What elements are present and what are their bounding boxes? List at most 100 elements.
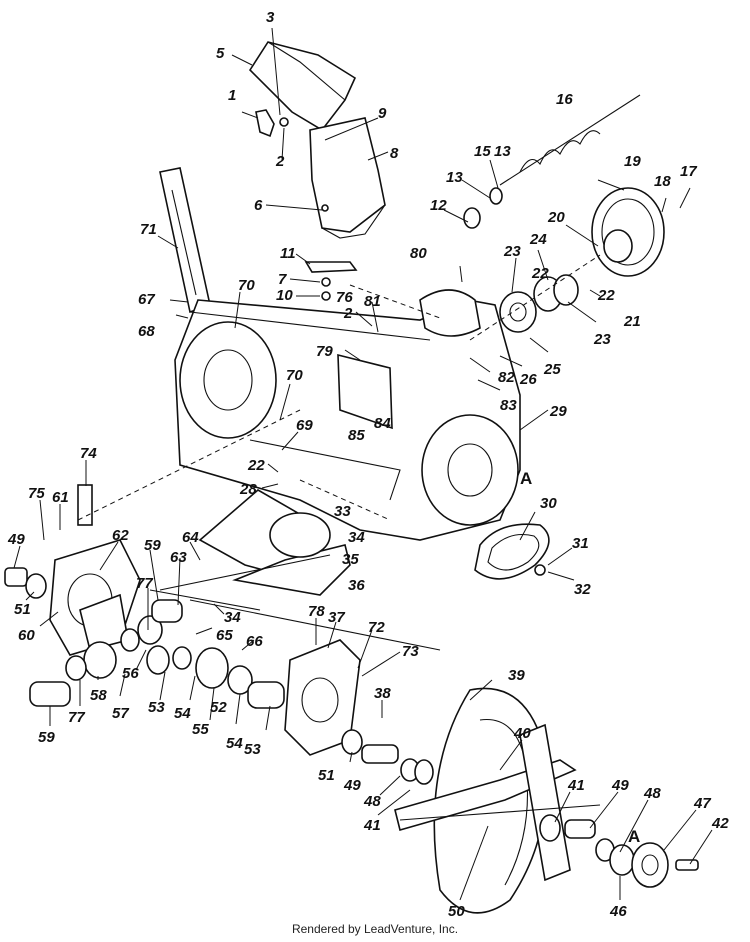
- label-84: 84: [374, 415, 391, 432]
- label-49b: 49: [343, 777, 361, 794]
- label-51b: 51: [318, 767, 335, 784]
- label-47: 47: [693, 795, 711, 812]
- worm-shaft-16: [499, 94, 641, 186]
- label-33: 33: [334, 503, 351, 520]
- label-23a: 23: [503, 243, 521, 260]
- label-54a: 54: [174, 705, 191, 722]
- label-40: 40: [513, 725, 531, 742]
- label-13a: 13: [446, 169, 463, 186]
- label-49a: 49: [7, 531, 25, 548]
- label-41a: 41: [363, 817, 381, 834]
- label-2a: 2: [275, 153, 285, 170]
- impeller-36: [159, 489, 351, 596]
- label-18: 18: [654, 173, 671, 190]
- label-39: 39: [508, 667, 525, 684]
- label-49c: 49: [611, 777, 629, 794]
- label-77a: 77: [136, 575, 153, 592]
- label-48b: 48: [643, 785, 661, 802]
- label-80: 80: [410, 245, 427, 262]
- label-34a: 34: [348, 529, 365, 546]
- label-22b: 22: [531, 265, 549, 282]
- label-5: 5: [216, 45, 225, 62]
- pulley-19: [591, 187, 665, 277]
- label-24: 24: [529, 231, 547, 248]
- label-78: 78: [308, 603, 325, 620]
- leader-lines: [13, 27, 713, 901]
- label-61: 61: [52, 489, 69, 506]
- label-13b: 13: [494, 143, 511, 160]
- label-54b: 54: [226, 735, 243, 752]
- label-25: 25: [543, 361, 561, 378]
- auger-39: [394, 687, 601, 914]
- label-42: 42: [711, 815, 729, 832]
- label-29: 29: [549, 403, 567, 420]
- label-26: 26: [519, 371, 537, 388]
- label-79: 79: [316, 343, 333, 360]
- chute-clamp-11: [304, 261, 358, 301]
- label-20: 20: [547, 209, 565, 226]
- label-22a: 22: [597, 287, 615, 304]
- label-75: 75: [28, 485, 45, 502]
- label-62: 62: [112, 527, 129, 544]
- label-56: 56: [122, 665, 139, 682]
- label-38: 38: [374, 685, 391, 702]
- label-17: 17: [680, 163, 697, 180]
- label-60: 60: [18, 627, 35, 644]
- label-59a: 59: [144, 537, 161, 554]
- auger-shaft-parts: [361, 744, 699, 888]
- footer-credit: Rendered by LeadVenture, Inc.: [291, 922, 459, 936]
- label-11: 11: [280, 245, 296, 262]
- label-7: 7: [278, 271, 287, 288]
- label-21: 21: [623, 313, 641, 330]
- label-63: 63: [170, 549, 187, 566]
- label-23b: 23: [593, 331, 611, 348]
- label-53b: 53: [244, 741, 261, 758]
- label-70b: 70: [286, 367, 303, 384]
- label-57: 57: [112, 705, 129, 722]
- label-65: 65: [216, 627, 233, 644]
- label-53a: 53: [148, 699, 165, 716]
- label-58: 58: [90, 687, 107, 704]
- label-50: 50: [448, 903, 465, 920]
- label-34b: 34: [224, 609, 241, 626]
- label-30: 30: [540, 495, 557, 512]
- label-8: 8: [390, 145, 399, 162]
- bearing-parts-23-24: [463, 187, 579, 333]
- label-37: 37: [328, 609, 345, 626]
- auger-housing-29: [174, 289, 521, 541]
- label-15: 15: [474, 143, 491, 160]
- skid-shoe-30: [474, 523, 550, 580]
- label-9: 9: [378, 105, 387, 122]
- label-28: 28: [239, 481, 257, 498]
- label-76: 76: [336, 289, 353, 306]
- label-67: 67: [138, 291, 155, 308]
- label-69: 69: [296, 417, 313, 434]
- label-3: 3: [266, 9, 275, 26]
- label-51a: 51: [14, 601, 31, 618]
- label-68: 68: [138, 323, 155, 340]
- left-small-parts: [4, 484, 183, 707]
- label-6: 6: [254, 197, 263, 214]
- chute-deflector-5: [248, 41, 357, 132]
- label-81: 81: [364, 293, 381, 310]
- label-55: 55: [192, 721, 209, 738]
- label-72: 72: [368, 619, 385, 636]
- label-46: 46: [609, 903, 627, 920]
- label-22c: 22: [247, 457, 265, 474]
- label-70a: 70: [238, 277, 255, 294]
- label-16: 16: [556, 91, 573, 108]
- label-36: 36: [348, 577, 365, 594]
- label-64: 64: [182, 529, 199, 546]
- worm-gear-55: [146, 645, 363, 755]
- label-10: 10: [276, 287, 293, 304]
- label-2b: 2: [343, 305, 353, 322]
- label-83: 83: [500, 397, 517, 414]
- label-A2: A: [628, 827, 640, 846]
- label-82: 82: [498, 369, 515, 386]
- label-71: 71: [140, 221, 157, 238]
- chute-knob-1: [255, 109, 289, 138]
- label-77b: 77: [68, 709, 85, 726]
- chute-body-8: [309, 117, 386, 239]
- label-66: 66: [246, 633, 263, 650]
